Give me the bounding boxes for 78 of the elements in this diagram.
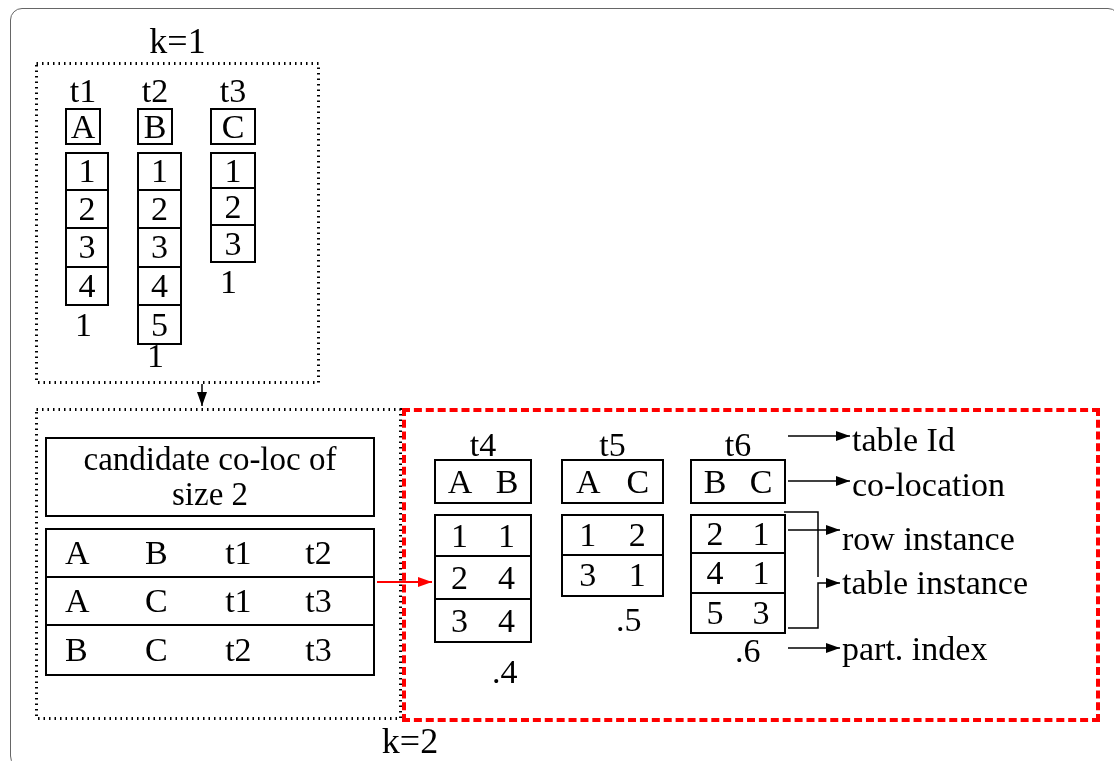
column-letter: A <box>70 109 96 144</box>
instance-number: 5 <box>706 596 724 630</box>
table-entry: t1 <box>225 536 252 570</box>
instance-number: 1 <box>451 518 468 553</box>
annotation-label: part. index <box>842 628 1042 670</box>
dashed-frame <box>402 408 1100 722</box>
instance-number: 3 <box>151 230 168 265</box>
table-entry: t3 <box>305 633 332 667</box>
arrow <box>197 383 207 407</box>
leader-line <box>787 476 851 486</box>
instance-number: 2 <box>451 560 468 595</box>
table-id: t5 <box>598 425 627 459</box>
instance-number: 1 <box>752 556 770 590</box>
column-letter: C <box>749 464 773 499</box>
participation-index: .6 <box>735 634 761 668</box>
group-label: k=1 <box>148 20 207 62</box>
instance-number: 2 <box>151 191 168 226</box>
instance-number: 4 <box>706 556 724 590</box>
instance-number: 3 <box>752 596 770 630</box>
instance-number: 2 <box>628 517 646 552</box>
instance-number: 2 <box>78 191 96 226</box>
table-id: t3 <box>218 71 248 108</box>
instance-number: 4 <box>78 268 96 303</box>
column-letter: B <box>143 109 167 144</box>
candidate-table <box>45 528 375 676</box>
instance-number: 1 <box>628 558 646 593</box>
instance-number: 1 <box>224 153 242 188</box>
table-entry: A <box>65 584 90 618</box>
instance-number: 4 <box>498 560 515 595</box>
table-id: t2 <box>140 71 170 108</box>
annotation-label: table Id <box>852 420 1027 460</box>
table-entry: t3 <box>305 584 332 618</box>
annotation-label: co-location <box>852 464 1062 506</box>
participation-index: 1 <box>147 339 164 373</box>
annotation-label: row instance <box>842 518 1077 560</box>
instance-number: 1 <box>498 518 515 553</box>
instance-number: 4 <box>498 603 515 638</box>
column-letter: A <box>575 464 601 499</box>
instance-number: 2 <box>224 189 242 224</box>
leader-line <box>787 578 841 629</box>
participation-index: 1 <box>220 265 237 299</box>
instance-number: 3 <box>78 230 96 265</box>
instance-number: 3 <box>451 603 468 638</box>
instance-number: 3 <box>579 558 597 593</box>
instance-number: 1 <box>151 154 168 189</box>
instance-number: 4 <box>151 269 168 304</box>
leader-line <box>787 643 841 653</box>
table-entry: A <box>65 536 90 570</box>
table-id: t6 <box>723 425 753 459</box>
column-letter: C <box>221 109 245 144</box>
table-id: t1 <box>68 71 98 108</box>
instance-number: 1 <box>78 154 96 189</box>
participation-index: .4 <box>492 655 518 689</box>
instance-number: 1 <box>752 517 770 551</box>
table-entry: t1 <box>225 584 252 618</box>
table-entry: t2 <box>305 536 332 570</box>
leader-line <box>787 525 841 535</box>
table-entry: t2 <box>225 633 252 667</box>
table-entry: C <box>145 633 168 667</box>
group-label: k=2 <box>380 722 440 760</box>
heading-box: candidate co-loc of size 2 <box>45 437 375 517</box>
instance-number: 1 <box>579 517 597 552</box>
participation-index: .5 <box>616 603 642 637</box>
table-entry: B <box>65 633 88 667</box>
arrow <box>376 577 433 587</box>
leader-line <box>787 431 851 441</box>
column-letter: B <box>703 464 727 499</box>
table-id: t4 <box>468 425 498 459</box>
instance-number: 3 <box>224 226 242 261</box>
instance-number: 5 <box>151 307 168 342</box>
column-letter: A <box>447 464 473 499</box>
annotation-label: table instance <box>842 562 1097 604</box>
instance-number: 2 <box>706 517 724 551</box>
column-letter: C <box>626 464 650 499</box>
column-letter: B <box>495 464 519 499</box>
participation-index: 1 <box>75 308 92 342</box>
table-entry: C <box>145 584 168 618</box>
table-entry: B <box>145 536 168 570</box>
